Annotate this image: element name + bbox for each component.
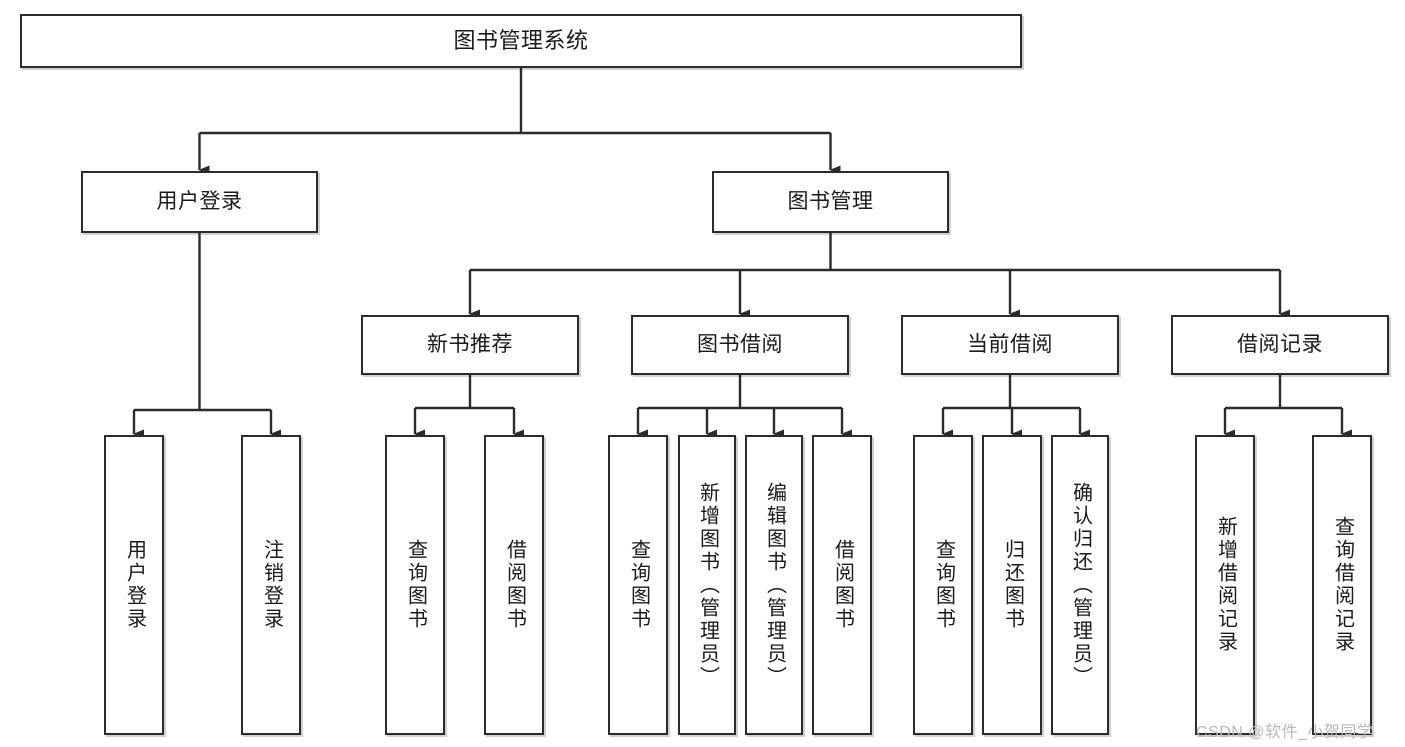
node-leaf-confirm-return[interactable]: 确认归还（管理员） bbox=[1051, 435, 1109, 735]
node-borrowing-record[interactable]: 借阅记录 bbox=[1171, 315, 1389, 375]
node-leaf-add-book[interactable]: 新增图书（管理员） bbox=[678, 435, 736, 735]
node-leaf-edit-book[interactable]: 编辑图书（管理员） bbox=[745, 435, 803, 735]
node-label: 图书借阅 bbox=[697, 332, 783, 356]
node-label: 查询借阅记录 bbox=[1331, 516, 1354, 654]
node-label: 注销登录 bbox=[260, 539, 283, 631]
node-new-book-recommendation[interactable]: 新书推荐 bbox=[361, 315, 579, 375]
node-book-borrowing[interactable]: 图书借阅 bbox=[631, 315, 849, 375]
node-label: 查询图书 bbox=[627, 539, 650, 631]
node-label: 图书管理系统 bbox=[453, 28, 589, 54]
watermark: CSDN @软件_小贺同学 bbox=[1196, 724, 1374, 741]
node-label: 查询图书 bbox=[404, 539, 427, 631]
node-label: 归还图书 bbox=[1001, 539, 1024, 631]
node-leaf-logout[interactable]: 注销登录 bbox=[241, 435, 301, 735]
node-label: 用户登录 bbox=[156, 189, 243, 213]
node-label: 当前借阅 bbox=[967, 332, 1053, 356]
node-user-login[interactable]: 用户登录 bbox=[81, 171, 318, 233]
node-label: 新增图书（管理员） bbox=[696, 481, 719, 689]
node-leaf-borrow-book-1[interactable]: 借阅图书 bbox=[484, 435, 544, 735]
node-leaf-return-book[interactable]: 归还图书 bbox=[982, 435, 1042, 735]
node-leaf-user-login[interactable]: 用户登录 bbox=[104, 435, 164, 735]
node-label: 查询图书 bbox=[932, 539, 955, 631]
node-book-management[interactable]: 图书管理 bbox=[712, 171, 949, 233]
node-current-borrowing[interactable]: 当前借阅 bbox=[901, 315, 1119, 375]
node-leaf-add-record[interactable]: 新增借阅记录 bbox=[1195, 435, 1255, 735]
node-label: 新书推荐 bbox=[427, 332, 513, 356]
node-label: 借阅图书 bbox=[503, 539, 526, 631]
node-label: 图书管理 bbox=[787, 189, 874, 213]
node-label: 确认归还（管理员） bbox=[1069, 481, 1092, 689]
node-leaf-query-book-3[interactable]: 查询图书 bbox=[913, 435, 973, 735]
node-label: 借阅记录 bbox=[1237, 332, 1323, 356]
node-leaf-query-book-1[interactable]: 查询图书 bbox=[385, 435, 445, 735]
node-label: 借阅图书 bbox=[831, 539, 854, 631]
node-label: 新增借阅记录 bbox=[1214, 516, 1237, 654]
node-root[interactable]: 图书管理系统 bbox=[20, 14, 1022, 68]
node-label: 用户登录 bbox=[123, 539, 146, 631]
node-label: 编辑图书（管理员） bbox=[763, 481, 786, 689]
node-leaf-query-book-2[interactable]: 查询图书 bbox=[608, 435, 668, 735]
node-leaf-query-record[interactable]: 查询借阅记录 bbox=[1312, 435, 1372, 735]
node-leaf-borrow-book-2[interactable]: 借阅图书 bbox=[812, 435, 872, 735]
